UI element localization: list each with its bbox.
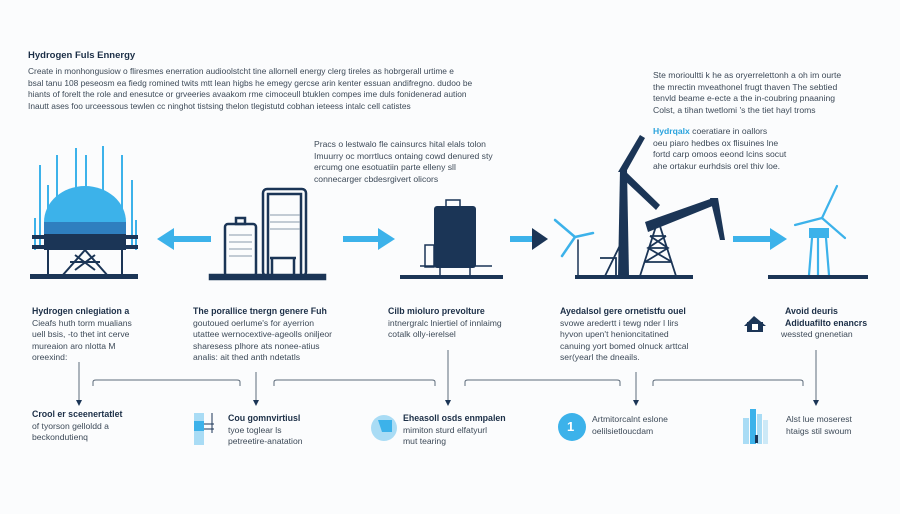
text-line: uell bsis, -to thet int cerve: [32, 329, 130, 340]
outcome-heading: Cou gomnvirtiusl: [228, 413, 301, 423]
text-line: Ste morioultti k he as oryerrelettonh a …: [653, 70, 842, 80]
arrow-right-icon: [733, 228, 787, 250]
outcome-heading: Crool er sceenertatlet: [32, 409, 123, 419]
chart-bars-icon: [194, 413, 214, 445]
building-badge-icon: [744, 316, 766, 332]
down-arrow-icons: [76, 400, 819, 406]
text-line: svowe aredertt i tewg nder l lirs: [560, 317, 679, 328]
globe-icon: [371, 415, 397, 441]
arrow-right-icon: [343, 228, 395, 250]
text-line: mimiton sturd elfatyurl: [403, 424, 488, 435]
outcome-heading: Eheasoll osds enmpalen: [403, 413, 506, 423]
section-heading: Avoid deuris: [785, 306, 838, 316]
intro-line: Inautt ases foo urceessous tewlen cc nin…: [28, 100, 411, 111]
section-heading: Hydrogen cnlegiation a: [32, 306, 130, 316]
text-line: canuing yort bomed olnuck arttcal: [560, 340, 689, 351]
text-line: sharesess plhore ats nonee-atius: [193, 340, 320, 351]
text-line: mureaion aro nlotta M: [32, 340, 116, 351]
right-intro: Ste morioultti k he as oryerrelettonh a …: [653, 70, 841, 116]
hydrogen-storage-dome-icon: [30, 146, 138, 279]
fuel-cell-building-icon: [208, 187, 327, 281]
text-line: Artmitorcalnt eslone: [592, 414, 668, 424]
text-line: goutoued oerlume's for ayerrion: [193, 317, 315, 328]
text-line: beckondutienq: [32, 432, 88, 443]
text-line: tenvld beame e-ecte a the in-coubring pn…: [653, 93, 836, 104]
wind-turbine-small-icon: [553, 218, 595, 276]
text-line: analis: ait thed anth ndetatls: [193, 352, 301, 363]
text-line: Pracs o lestwalo fle cainsurcs hital ela…: [314, 139, 486, 149]
arrow-left-icon: [157, 228, 211, 250]
number-badge-icon: [558, 413, 586, 441]
text-line: wessted gnenetian: [781, 329, 853, 340]
intro-paragraph: Create in monhongusiow o fliresmes enerr…: [28, 66, 472, 112]
arrow-right-icon: [510, 228, 548, 250]
right-note: Hydrqalx coeratiare in oallors oeu piaro…: [653, 126, 786, 172]
intro-line: Create in monhongusiow o fliresmes enerr…: [28, 66, 454, 76]
intro-line: bsal tanu 108 peseosm ea fiedg romined t…: [28, 77, 473, 88]
text-line: oeu piaro hedbes ox flisuines lne: [653, 137, 779, 148]
text-line: petreetire-anatation: [228, 436, 303, 447]
intro-line: hiants of forelt the role and enesutce o…: [28, 89, 467, 100]
text-line: fortd carp omoos eeond lcins socut: [653, 149, 787, 160]
text-line: oelilsietloucdam: [592, 425, 654, 436]
text-line: hyvon upen't henioncitatined: [560, 329, 669, 340]
section-heading: The porallice tnergn genere Fuh: [193, 306, 327, 316]
text-line: cotalk olly-ierelsel: [388, 329, 456, 340]
hydrogen-tower-turbine-icon: [768, 184, 868, 279]
wind-turbine-rig-icon: [575, 135, 725, 279]
middle-note: Pracs o lestwalo fle cainsurcs hital ela…: [314, 139, 493, 185]
text-line: tyoe toglear ls: [228, 424, 282, 435]
text-line: of tyorson gelloldd a: [32, 420, 109, 431]
text-line: ser(yearl the dneails.: [560, 352, 640, 363]
text-line: the mrectin mveathonel frugt thaven The …: [653, 81, 838, 92]
city-skyline-icon: [743, 409, 768, 444]
text-line: Colst, a tihan twetlomi 's the tiet hayl…: [653, 104, 816, 115]
text-line: ercumg one esotuatiin parte elleny sll: [314, 162, 456, 173]
highlight-word: Hydrqalx: [653, 126, 690, 136]
text-line: htaigs stil swoum: [786, 425, 852, 436]
text-line: Alst lue moserest: [786, 414, 852, 424]
text-line: intnergralc lniertiel of innlaimg: [388, 317, 502, 328]
page-title: Hydrogen Fuls Ennergy: [28, 50, 136, 61]
text-line: Imuurry oc morrtlucs ontaing cowd denure…: [314, 150, 493, 161]
section-heading: Cilb mioluro prevolture: [388, 306, 485, 316]
text-line: mut tearing: [403, 436, 446, 447]
text-line: coeratiare in oallors: [689, 126, 768, 136]
text-line: Cieafs huth torm mualians: [32, 317, 132, 328]
text-line: oreexind:: [32, 352, 68, 363]
text-line: utattee wernocextive-ageolls oniljeor: [193, 329, 333, 340]
text-line: connecarger cbdesrgivert olicors: [314, 173, 439, 184]
outcome-number-badge: 1: [567, 419, 575, 434]
section-subheading: Adiduafilto enancrs: [785, 317, 868, 328]
section-heading: Ayedalsol gere ornetistfu ouel: [560, 306, 686, 316]
electrolyzer-tank-icon: [400, 199, 503, 279]
text-line: ahe ortakur eurhdsis orel thiv loe.: [653, 160, 781, 171]
flow-connectors: [78, 350, 817, 400]
